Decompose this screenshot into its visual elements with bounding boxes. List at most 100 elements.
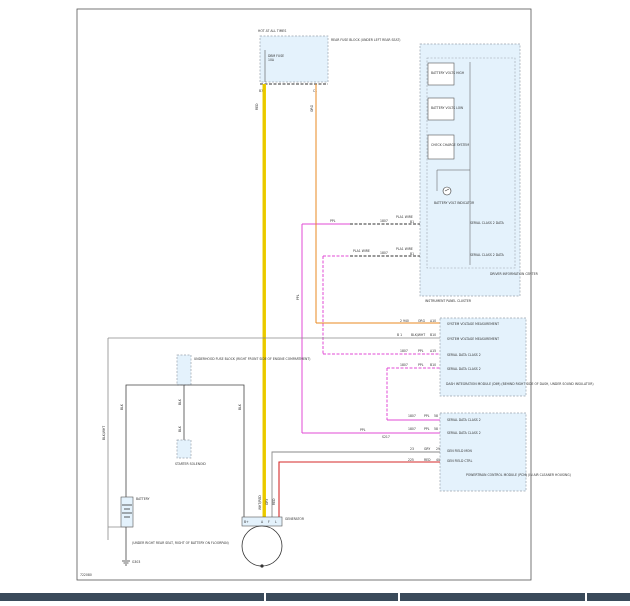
- pcm-row-1-circuit: 1807: [408, 414, 416, 418]
- gauge-needle: [444, 188, 450, 192]
- dim-row-4-pin: B10: [430, 363, 436, 367]
- red-top-label: RED: [255, 103, 259, 110]
- rear-fuse-block-label: REAR FUSE BLOCK (UNDER LEFT REAR SEAT): [331, 38, 400, 42]
- blk-battery-wire: [125, 384, 245, 524]
- battery-label: BATTERY: [136, 497, 150, 501]
- pcm-splice: S217: [382, 435, 390, 439]
- ppl-wire-label: PPL: [296, 294, 300, 300]
- pcm-ppl-wire-label: PPL: [360, 428, 366, 432]
- gen-field-ctrl-wire: [278, 461, 440, 524]
- fuse-pin-b7: B7: [259, 89, 263, 93]
- underhood-fuse-block: [176, 354, 192, 386]
- dim-row-3-label: SERIAL DATA CLASS 2: [447, 353, 481, 357]
- bottom-toolbar: [0, 593, 630, 601]
- ipc-wire-1-pin: B1: [410, 220, 414, 224]
- ipc-inner-box: [426, 57, 516, 269]
- blk-label-1: BLK: [120, 403, 124, 410]
- fuse-rating: 10A: [268, 58, 275, 62]
- pcm-row-2-pin: 58: [434, 427, 438, 431]
- pcm-row-4-label: GEN FIELD CTRL: [447, 459, 473, 463]
- ipc-serial-data-1: SERIAL CLASS 2 DATA: [470, 221, 505, 225]
- ipc-wire-2-circuit: 1807: [380, 251, 388, 255]
- rear-fuse-block: [259, 35, 329, 83]
- pcm-box: [439, 412, 527, 492]
- pcm-row-2-circuit: 1807: [408, 427, 416, 431]
- dim-row-4-color: PPL: [418, 363, 424, 367]
- gen-field-mon-wire: [271, 451, 440, 524]
- dim-row-4-circuit: 1807: [400, 363, 408, 367]
- dim-module-label: DASH INTEGRATION MODULE (DIM) (BEHIND RI…: [446, 382, 594, 386]
- fuse-pin-c1: C1: [313, 89, 317, 93]
- bottom-divider-2: [398, 593, 400, 601]
- pcm-row-3-pin: 29: [436, 447, 440, 451]
- indicator-box-1: [427, 62, 455, 86]
- dim-row-1-circuit: 2 940: [400, 319, 409, 323]
- blk-wht-label: BLK/WHT: [102, 426, 106, 440]
- dim-row-2-pin: B10: [430, 333, 436, 337]
- pcm-row-4-pin: 40: [436, 458, 440, 462]
- ipc-wire-2-pin: B1: [410, 252, 414, 256]
- pcm-row-3-circuit: 23: [410, 447, 414, 451]
- dim-row-4-label: SERIAL DATA CLASS 2: [447, 367, 481, 371]
- dim-row-1-pin: A10: [430, 319, 436, 323]
- blk-label-3: BLK: [178, 398, 182, 405]
- battery-volt-gauge-icon: [442, 186, 452, 196]
- battery-volt-indicator-label: BATTERY VOLT INDICATOR: [434, 201, 475, 205]
- starter-solenoid-label: STARTER SOLENOID: [175, 462, 206, 466]
- indicator-box-3: [427, 134, 455, 160]
- dim-row-2-label: SYSTEM VOLTAGE MEASUREMENT: [447, 337, 499, 341]
- ipc-serial-data-2: SERIAL CLASS 2 DATA: [470, 253, 505, 257]
- generator-ground-icon: [260, 564, 264, 568]
- figure-id: 722080: [80, 573, 92, 577]
- dim-row-3-circuit: 1807: [400, 349, 408, 353]
- pcm-row-1-pin: 58: [434, 414, 438, 418]
- starter-solenoid: [176, 439, 192, 459]
- red-wire-label: RED: [272, 498, 276, 505]
- ipc-wire-2-conn: PLA1 WIRE: [396, 247, 413, 251]
- pcm-rows: SERIAL DATA CLASS 2 1807 PPL 58 SERIAL D…: [408, 414, 481, 463]
- battery-location-label: (UNDER RIGHT REAR SEAT, RIGHT OF BATTERY…: [132, 541, 229, 545]
- gry-wire-label: GRY: [265, 499, 269, 505]
- dim-row-3-color: PPL: [418, 349, 424, 353]
- wht-red-wire-label: WHT/RED: [258, 495, 262, 510]
- bottom-divider-3: [585, 593, 587, 601]
- blk-label-2: BLK: [238, 403, 242, 410]
- pcm-row-3-color: GRY: [424, 447, 430, 451]
- pcm-row-4-color: RED: [424, 458, 431, 462]
- dim-rows: SYSTEM VOLTAGE MEASUREMENT 2 940 ORG A10…: [397, 319, 499, 371]
- dim-row-1-color: ORG: [418, 319, 426, 323]
- gen-pin-f: F: [268, 520, 270, 524]
- bottom-divider-1: [264, 593, 266, 601]
- pcm-module-label: POWERTRAIN CONTROL MODULE (PCM) (IN AIR …: [466, 473, 571, 477]
- gen-pin-l: L: [275, 520, 277, 524]
- gen-pin-b: B+: [244, 520, 249, 524]
- indicator-1-label: BATTERY VOLTS HIGH: [431, 71, 465, 75]
- ground-label: G303: [132, 560, 140, 564]
- pcm-row-4-circuit: 225: [408, 458, 414, 462]
- underhood-fuse-block-label: UNDERHOOD FUSE BLOCK (RIGHT FRONT SIDE O…: [194, 357, 310, 361]
- indicator-2-label: BATTERY VOLTS LOW: [431, 106, 463, 110]
- ipc-title: INSTRUMENT PANEL CLUSTER: [425, 299, 472, 303]
- dim-row-2-circuit: B 1: [397, 333, 402, 337]
- ipc-wire-1-conn: PLA1 WIRE: [396, 215, 413, 219]
- ipc-wire-2-tag: PLA1 WIRE: [353, 249, 370, 253]
- indicator-box-2: [427, 97, 455, 121]
- battery-icon: [120, 496, 134, 528]
- orange-wire-label: ORG: [310, 104, 314, 112]
- blk-label-4: BLK: [178, 425, 182, 432]
- generator-label: GENERATOR: [285, 517, 305, 521]
- dic-label: DRIVER INFORMATION CENTER: [490, 272, 539, 276]
- indicator-3-label: CHECK CHARGE SYSTEM: [431, 143, 469, 147]
- pcm-row-1-color: PPL: [424, 414, 430, 418]
- fuse-name: DBM FUSE: [268, 54, 284, 58]
- dim-box: [439, 317, 527, 397]
- generator-icon: [241, 525, 283, 567]
- ground-icon: [122, 560, 130, 566]
- ipc-wire-1-circuit: 1807: [380, 219, 388, 223]
- dim-row-1-label: SYSTEM VOLTAGE MEASUREMENT: [447, 322, 499, 326]
- yellow-power-wire: [262, 84, 266, 524]
- pcm-row-3-label: GEN FIELD MON: [447, 449, 472, 453]
- pcm-row-2-color: PPL: [424, 427, 430, 431]
